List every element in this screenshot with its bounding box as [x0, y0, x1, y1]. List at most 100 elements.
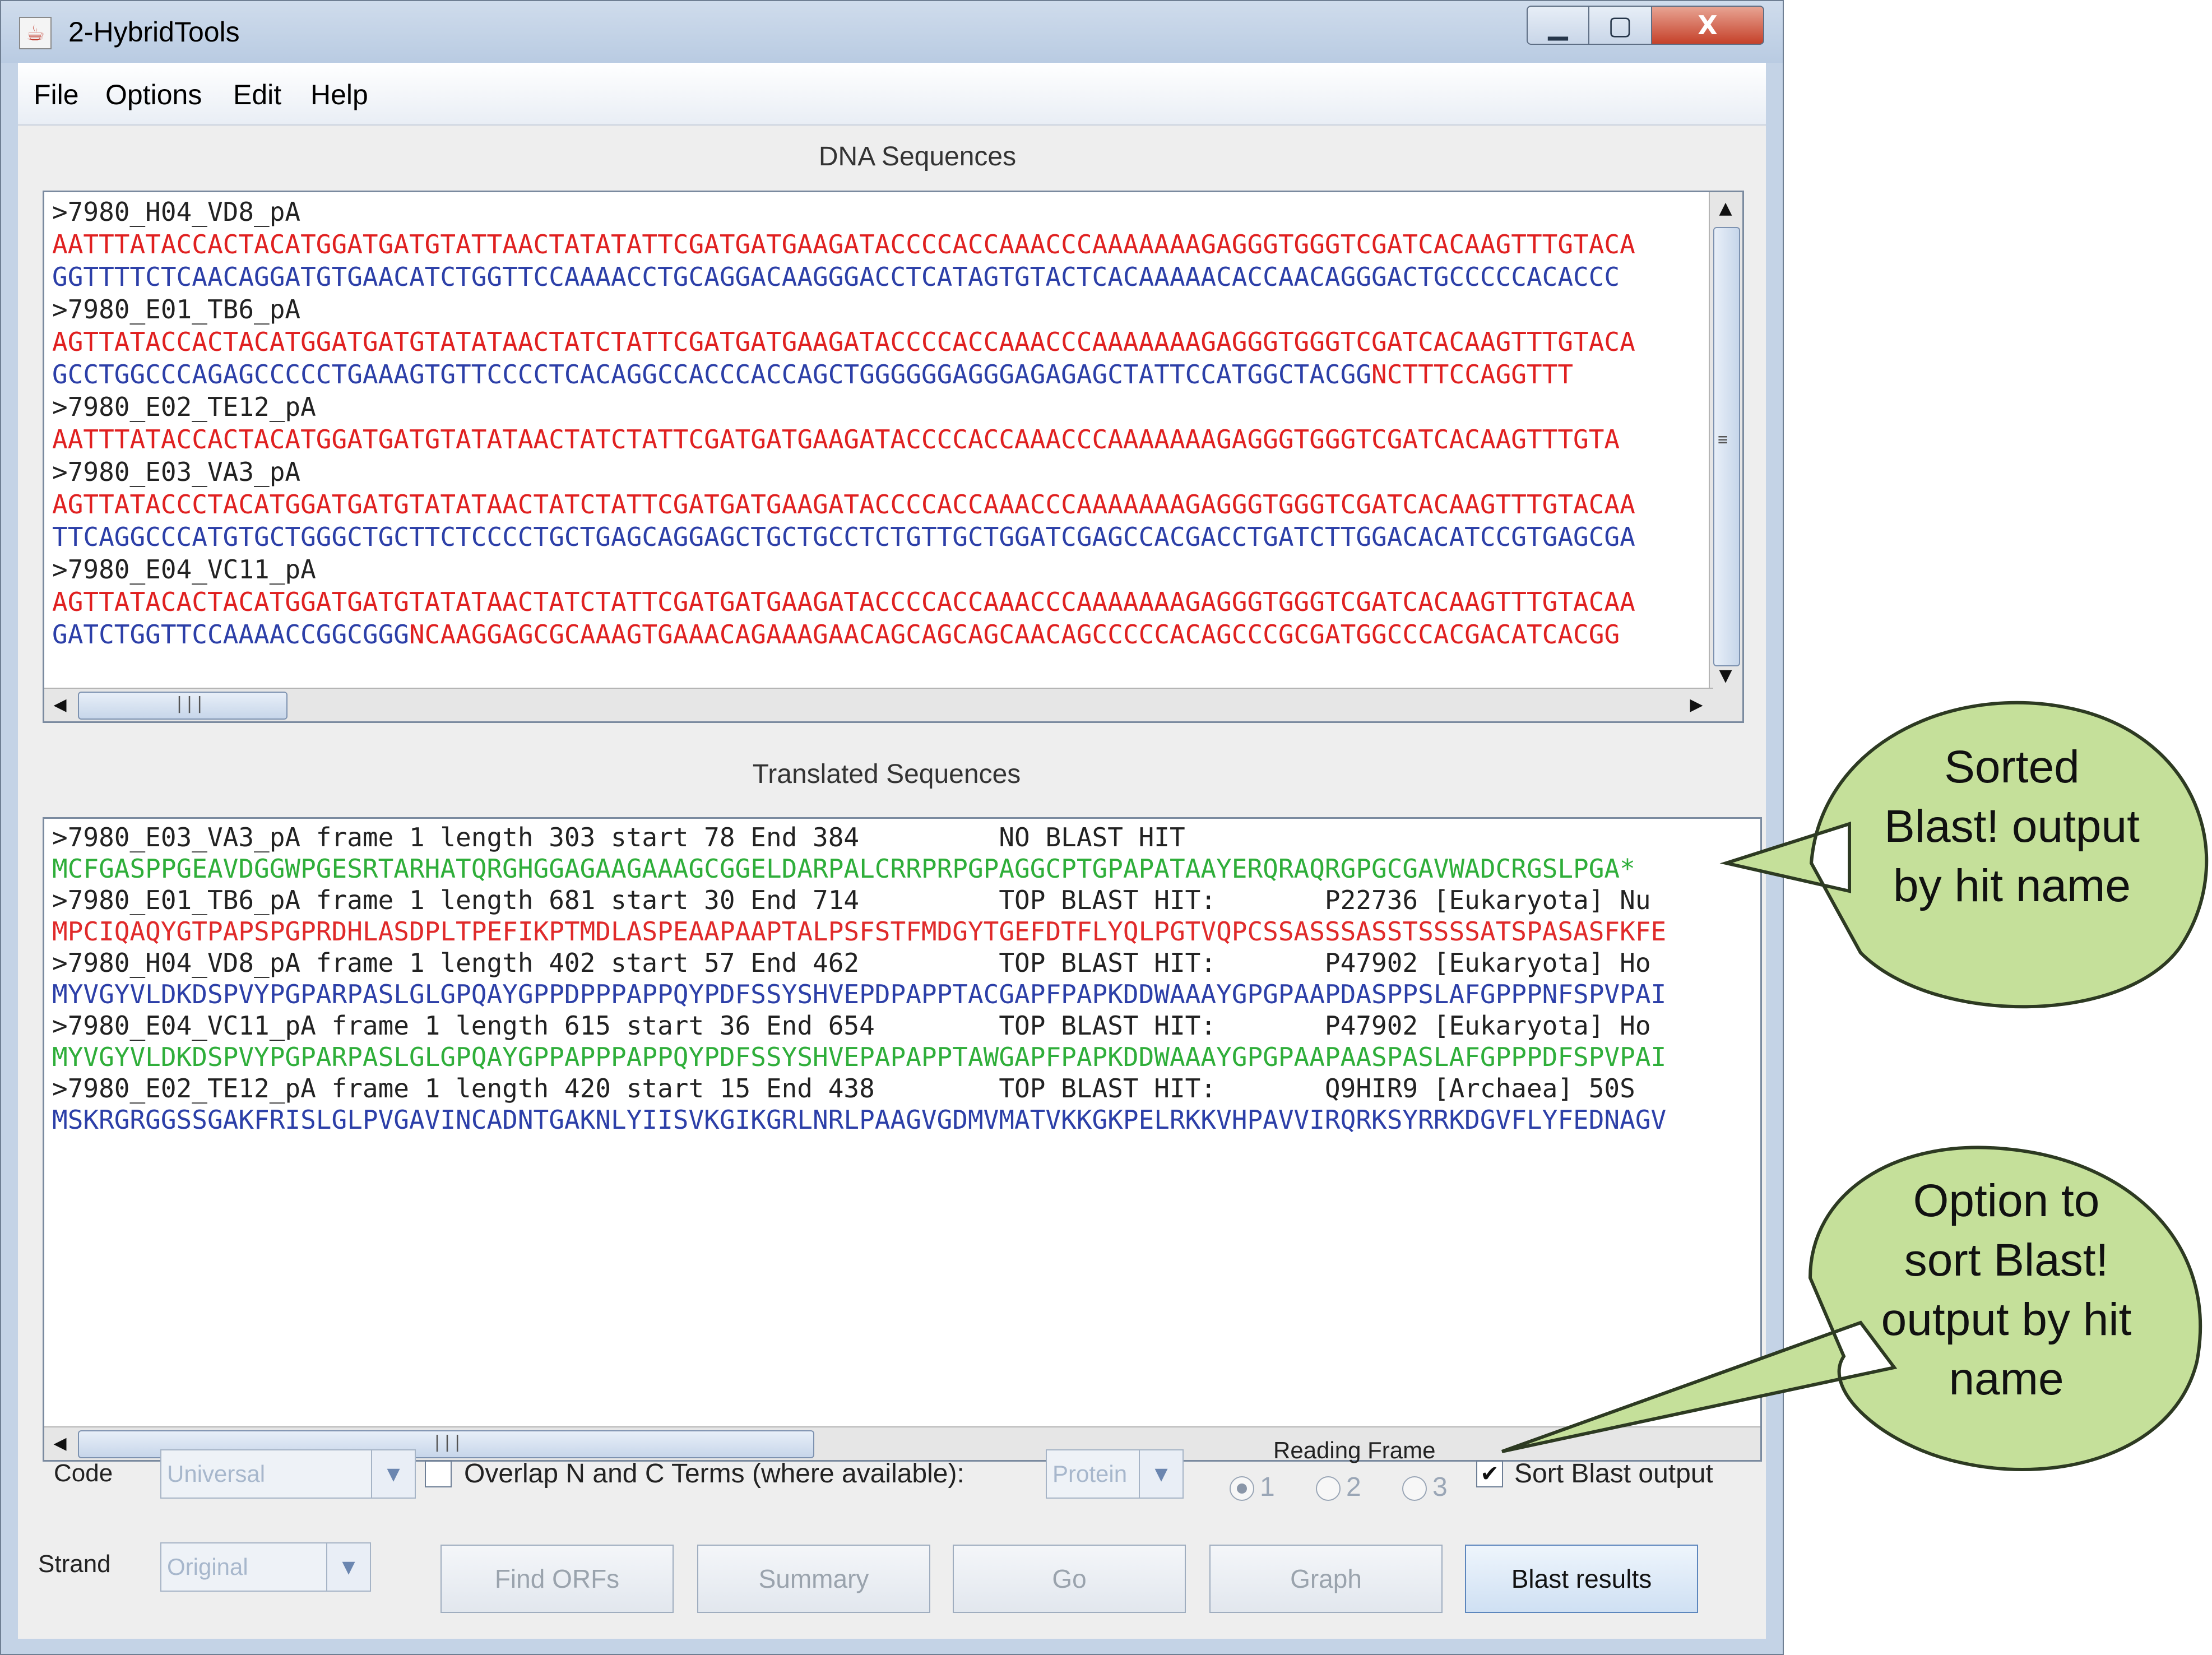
overlap-type-select[interactable]: Protein ▼ — [1046, 1449, 1184, 1499]
menu-help[interactable]: Help — [310, 79, 368, 110]
summary-button[interactable]: Summary — [697, 1545, 930, 1613]
sequence-segment: >7980_E03_VA3_pA frame 1 length 303 star… — [52, 822, 1185, 852]
close-button[interactable]: X — [1652, 6, 1764, 45]
blast-results-button[interactable]: Blast results — [1465, 1545, 1698, 1613]
sequence-line: AGTTATACCCTACATGGATGATGTATATAACTATCTATTC… — [52, 488, 1635, 521]
frame-2-radio[interactable] — [1316, 1476, 1341, 1501]
sequence-segment: >7980_E02_TE12_pA — [52, 392, 316, 422]
sequence-segment: GCCTGGCCCAGAGCCCCCTGAAAGTGTTCCCCTCACAGGC… — [52, 359, 1372, 390]
sequence-segment: >7980_E01_TB6_pA frame 1 length 681 star… — [52, 885, 1651, 915]
chevron-down-icon[interactable]: ▼ — [1139, 1450, 1182, 1498]
scroll-right-arrow-icon[interactable]: ▶ — [1690, 694, 1703, 715]
sequence-segment: NCTTTCCAGGTTT — [1371, 359, 1574, 390]
sequence-line: AATTTATACCACTACATGGATGATGTATTAACTATATATT… — [52, 228, 1635, 261]
frame-3-radio[interactable] — [1402, 1476, 1427, 1501]
sequence-line: >7980_H04_VD8_pA — [52, 196, 300, 228]
menu-edit[interactable]: Edit — [233, 79, 282, 110]
sequence-line: GCCTGGCCCAGAGCCCCCTGAAAGTGTTCCCCTCACAGGC… — [52, 358, 1573, 391]
callout-bottom-line: output by hit — [1881, 1294, 2132, 1345]
frame-3-label: 3 — [1432, 1472, 1448, 1502]
sequence-segment: >7980_E04_VC11_pA — [52, 554, 316, 585]
frame-1-label: 1 — [1260, 1472, 1275, 1502]
minimize-button[interactable]: ▁ — [1527, 6, 1589, 45]
sequence-line: AGTTATACCACTACATGGATGATGTATATAACTATCTATT… — [52, 326, 1635, 358]
callout-top-line: Sorted — [1944, 741, 2080, 792]
grip-icon: ||| — [174, 694, 205, 713]
callout-top-line: Blast! output — [1884, 801, 2140, 852]
sequence-line: >7980_E01_TB6_pA frame 1 length 681 star… — [52, 884, 1651, 916]
frame-2-label: 2 — [1346, 1472, 1361, 1502]
callout-bottom-line: sort Blast! — [1904, 1235, 2109, 1286]
sequence-line: MYVGYVLDKDSPVYPGPARPASLGLGPQAYGPPDPPPAPP… — [52, 978, 1666, 1010]
callout-top-text: Sorted Blast! output by hit name — [1849, 738, 2174, 916]
dna-vertical-scrollbar[interactable]: ▲ ≡ ▼ — [1709, 192, 1742, 721]
sequence-line: GATCTGGTTCCAAAACCGGCGGGNCAAGGAGCGCAAAGTG… — [52, 618, 1620, 651]
menu-options[interactable]: Options — [105, 79, 202, 110]
sequence-segment: AGTTATACACTACATGGATGATGTATATAACTATCTATTC… — [52, 587, 1635, 617]
sequence-segment: TTCAGGCCCATGTGCTGGGCTGCTTCTCCCCTGCTGAGCA… — [52, 522, 1635, 552]
scroll-down-arrow-icon[interactable]: ▼ — [1719, 665, 1732, 685]
chevron-down-icon[interactable]: ▼ — [371, 1450, 415, 1498]
callout-bottom-bubble — [1501, 1146, 2202, 1471]
maximize-button[interactable]: ▢ — [1589, 6, 1652, 45]
callout-bottom-line: name — [1949, 1353, 2064, 1404]
sequence-line: >7980_E03_VA3_pA frame 1 length 303 star… — [52, 821, 1185, 854]
sequence-segment: >7980_E03_VA3_pA — [52, 457, 301, 487]
app-window: ☕ 2-HybridTools ▁ ▢ X File Options Edit … — [0, 0, 1784, 1655]
find-orfs-button[interactable]: Find ORFs — [440, 1545, 674, 1613]
sequence-segment: AATTTATACCACTACATGGATGATGTATATAACTATCTAT… — [52, 424, 1620, 455]
sequence-segment: >7980_H04_VD8_pA — [52, 197, 301, 227]
translated-sequences-panel[interactable]: >7980_E03_VA3_pA frame 1 length 303 star… — [43, 817, 1762, 1462]
strand-select-value: Original — [167, 1554, 248, 1580]
sequence-line: AGTTATACACTACATGGATGATGTATATAACTATCTATTC… — [52, 586, 1635, 618]
scroll-up-arrow-icon[interactable]: ▲ — [1719, 198, 1732, 218]
menu-file[interactable]: File — [34, 79, 79, 110]
scroll-left-arrow-icon[interactable]: ◀ — [53, 1433, 67, 1453]
sequence-line: >7980_H04_VD8_pA frame 1 length 402 star… — [52, 947, 1651, 979]
sequence-line: >7980_E03_VA3_pA — [52, 456, 300, 488]
strand-label: Strand — [38, 1550, 111, 1578]
frame-1-radio[interactable] — [1230, 1476, 1254, 1501]
window-title: 2-HybridTools — [68, 16, 240, 48]
scroll-left-arrow-icon[interactable]: ◀ — [53, 694, 67, 715]
dna-sequences-label: DNA Sequences — [818, 142, 1017, 171]
sequence-line: AATTTATACCACTACATGGATGATGTATATAACTATCTAT… — [52, 423, 1620, 456]
callout-bottom-text: Option to sort Blast! output by hit name — [1844, 1171, 2169, 1409]
dna-horizontal-scrollbar[interactable]: ◀ ||| ▶ — [44, 688, 1713, 721]
strand-select[interactable]: Original ▼ — [160, 1542, 371, 1592]
dna-vertical-scroll-thumb[interactable]: ≡ — [1713, 227, 1740, 666]
sequence-segment: MSKRGRGGSSGAKFRISLGLPVGAVINCADNTGAKNLYII… — [52, 1105, 1667, 1135]
overlap-label: Overlap N and C Terms (where available): — [464, 1459, 964, 1489]
chevron-down-icon[interactable]: ▼ — [326, 1543, 370, 1591]
menu-bar: File Options Edit Help — [18, 63, 1766, 126]
sequence-line: >7980_E04_VC11_pA frame 1 length 615 sta… — [52, 1009, 1651, 1042]
sequence-segment: AGTTATACCACTACATGGATGATGTATATAACTATCTATT… — [52, 327, 1635, 357]
sequence-line: MSKRGRGGSSGAKFRISLGLPVGAVINCADNTGAKNLYII… — [52, 1104, 1666, 1136]
sequence-segment: AGTTATACCCTACATGGATGATGTATATAACTATCTATTC… — [52, 489, 1635, 520]
code-label: Code — [54, 1459, 113, 1487]
sequence-segment: >7980_E01_TB6_pA — [52, 294, 301, 324]
callout-top-bubble — [1719, 701, 2209, 1009]
sequence-line: MPCIQAQYGTPAPSPGPRDHLASDPLTPEFIKPTMDLASP… — [52, 915, 1666, 948]
callout-top-line: by hit name — [1893, 860, 2131, 911]
overlap-type-value: Protein — [1052, 1461, 1128, 1487]
window-controls: ▁ ▢ X — [1527, 6, 1764, 47]
grip-icon: ≡ — [1718, 430, 1728, 449]
code-select[interactable]: Universal ▼ — [160, 1449, 416, 1499]
callout-bottom-line: Option to — [1913, 1175, 2100, 1226]
sequence-segment: GGTTTTCTCAACAGGATGTGAACATCTGGTTCCAAAACCT… — [52, 262, 1620, 292]
sequence-line: >7980_E04_VC11_pA — [52, 553, 316, 586]
go-button[interactable]: Go — [953, 1545, 1186, 1613]
overlap-checkbox[interactable] — [425, 1461, 452, 1487]
graph-button[interactable]: Graph — [1209, 1545, 1443, 1613]
java-app-icon: ☕ — [19, 17, 52, 49]
translated-sequences-label: Translated Sequences — [752, 759, 1021, 789]
sort-blast-checkbox[interactable]: ✔ — [1476, 1461, 1503, 1487]
sequence-segment: MYVGYVLDKDSPVYPGPARPASLGLGPQAYGPPDPPPAPP… — [52, 979, 1667, 1009]
dna-horizontal-scroll-thumb[interactable]: ||| — [78, 692, 287, 720]
title-bar[interactable]: ☕ 2-HybridTools ▁ ▢ X — [1, 1, 1783, 63]
reading-frame-label: Reading Frame — [1273, 1437, 1436, 1463]
sequence-segment: >7980_E02_TE12_pA frame 1 length 420 sta… — [52, 1073, 1635, 1104]
